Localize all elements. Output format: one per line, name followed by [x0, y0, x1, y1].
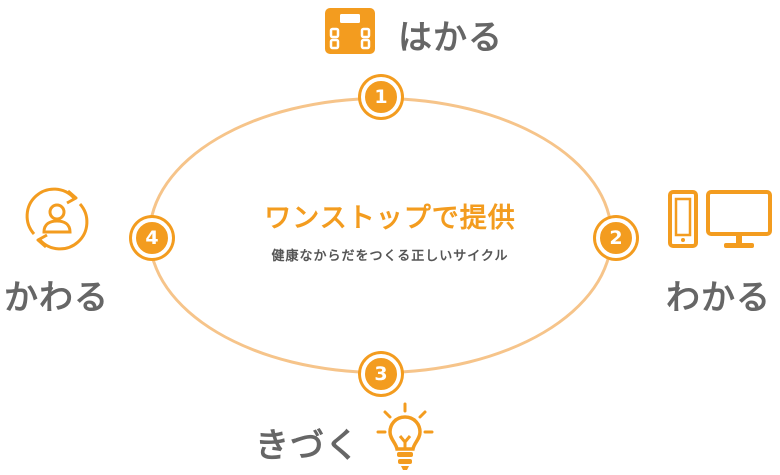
center-subtitle: 健康なからだをつくる正しいサイクル — [271, 249, 509, 264]
step-4-badge: 4 — [132, 218, 172, 258]
step-4-label: かわる — [4, 278, 109, 318]
center-title: ワンストップで提供 — [264, 203, 516, 234]
cycle-ring — [148, 97, 613, 374]
devices-icon — [668, 190, 772, 248]
step-2-label: わかる — [666, 278, 771, 318]
lightbulb-icon — [376, 402, 434, 470]
step-2-badge: 2 — [596, 218, 636, 258]
scale-icon — [325, 8, 375, 54]
step-3-label: きづく — [255, 426, 360, 466]
step-3-badge: 3 — [361, 354, 401, 394]
step-1-label: はかる — [398, 18, 503, 58]
step-1-badge: 1 — [361, 77, 401, 117]
user-cycle-icon — [25, 187, 89, 251]
